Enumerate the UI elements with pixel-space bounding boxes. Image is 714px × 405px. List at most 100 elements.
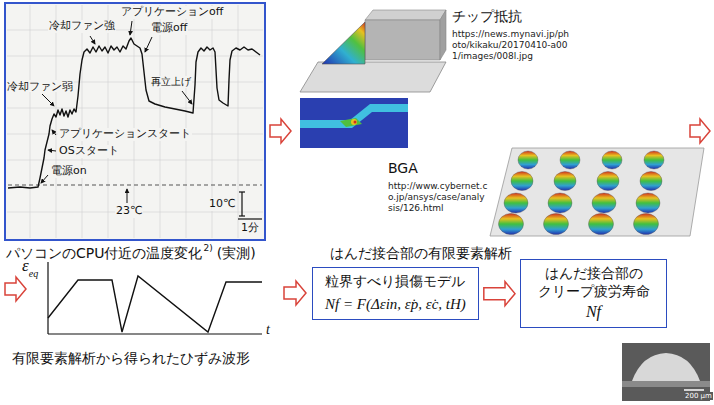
scale-bars: [238, 192, 262, 219]
grid: [56, 5, 57, 238]
bga-model: [640, 172, 662, 191]
caption: パソコンのCPU付近の温度変化: [6, 245, 202, 261]
annotation: アプリケーションスタート: [58, 128, 192, 141]
chart-frame: [5, 3, 265, 240]
temperature-trace: [8, 38, 260, 188]
annotation: 冷却ファン弱: [6, 80, 74, 92]
flow-arrows: [5, 277, 26, 301]
bga-model: [602, 151, 622, 169]
grid: [134, 5, 135, 238]
caption: はんだ接合部の有限要素解析: [330, 245, 512, 261]
result-box: はんだ接合部の クリープ疲労寿命Nf: [520, 259, 667, 328]
cross-section-model: [351, 119, 357, 125]
solder-micrograph: [632, 353, 700, 381]
caption: (実測): [217, 245, 256, 261]
chip-resistor-model: [300, 62, 446, 92]
footnote-ref: 2): [203, 243, 212, 253]
box-title: はんだ接合部の クリープ疲労寿命: [529, 265, 658, 300]
annotation: 電源on: [50, 165, 88, 178]
bga-model: [597, 172, 619, 191]
grid: [30, 5, 31, 238]
bga-model: [554, 172, 576, 191]
bga-model: [592, 193, 616, 213]
bga-model: [644, 151, 664, 169]
bga-model: [490, 148, 704, 236]
symbol: Nf: [529, 302, 658, 322]
grid: [108, 5, 109, 238]
chip-resistor-model: [365, 20, 440, 60]
leader-lines: [127, 189, 128, 203]
axis-label: ε: [22, 256, 29, 276]
leader-lines: [130, 21, 132, 35]
grid: [7, 5, 263, 238]
leader-lines: [145, 37, 152, 52]
scale-label: 200 μm: [684, 392, 713, 400]
annotation: アプリケーションoff: [120, 6, 224, 19]
formula: Nf = F(Δεin, ε̇p, ε̇c, tH): [325, 295, 466, 314]
part-name: チップ抵抗: [452, 8, 522, 24]
chip-resistor-model: [300, 10, 446, 92]
reference-line: [8, 185, 262, 186]
leader-lines: [52, 130, 56, 135]
cross-section-model: [300, 104, 408, 128]
strain-waveform: [48, 333, 262, 334]
grid: [7, 56, 263, 57]
part-name: BGA: [388, 160, 418, 176]
cross-section-model: [354, 121, 357, 124]
temperature-chart: [5, 3, 265, 240]
annotation: 電源off: [150, 22, 188, 35]
scale-bars: [239, 191, 245, 192]
caption: 有限要素解析から得られたひずみ波形: [12, 350, 250, 366]
grid: [82, 5, 83, 238]
scale-bars: [241, 192, 242, 216]
grid: [238, 5, 239, 238]
bga-model: [548, 193, 572, 213]
scale-bars: [239, 215, 245, 216]
annotation: 冷却ファン強: [48, 20, 116, 33]
leader-lines: [182, 91, 192, 104]
bga-model: [589, 214, 614, 235]
bga-model: [634, 214, 659, 235]
leader-lines: [42, 94, 54, 106]
grid: [186, 5, 187, 238]
cross-section-model: [340, 118, 362, 127]
flow-arrows: [690, 119, 710, 143]
flow-arrows: [284, 281, 306, 305]
chip-resistor-model: [365, 10, 446, 20]
annotation: OSスタート: [58, 145, 120, 158]
scale-bars: [238, 218, 262, 219]
bga-model: [499, 214, 524, 235]
bga-model: [544, 214, 569, 235]
solder-micrograph: [622, 381, 710, 387]
axis-label: t: [266, 322, 270, 338]
leader-lines: [41, 175, 48, 183]
axis-subscript: eq: [29, 268, 38, 280]
strain-waveform: [48, 262, 262, 334]
grid: [160, 5, 161, 238]
strain-waveform: [47, 262, 48, 334]
chip-resistor-model: [322, 22, 365, 64]
scale-value: 10℃: [208, 198, 236, 211]
grid: [7, 30, 263, 31]
scale-value: 23℃: [115, 205, 143, 218]
cross-section-model: [300, 98, 408, 148]
bga-model: [511, 172, 533, 191]
source-url: http://www.cybernet.co.jp/ansys/case/ana…: [388, 181, 488, 213]
bga-model: [490, 148, 704, 236]
bga-model: [504, 193, 528, 213]
source-url: https://news.mynavi.jp/photo/kikaku/2017…: [452, 29, 574, 61]
bga-model: [636, 193, 660, 213]
flow-arrows: [270, 119, 291, 143]
cross-section-model: [300, 98, 408, 148]
solder-micrograph: [684, 389, 704, 391]
scale-value: 1分: [240, 222, 260, 235]
grid: [7, 160, 263, 161]
bga-model: [499, 151, 665, 235]
grid: [7, 108, 263, 109]
annotation: 再立上げ: [150, 76, 192, 88]
